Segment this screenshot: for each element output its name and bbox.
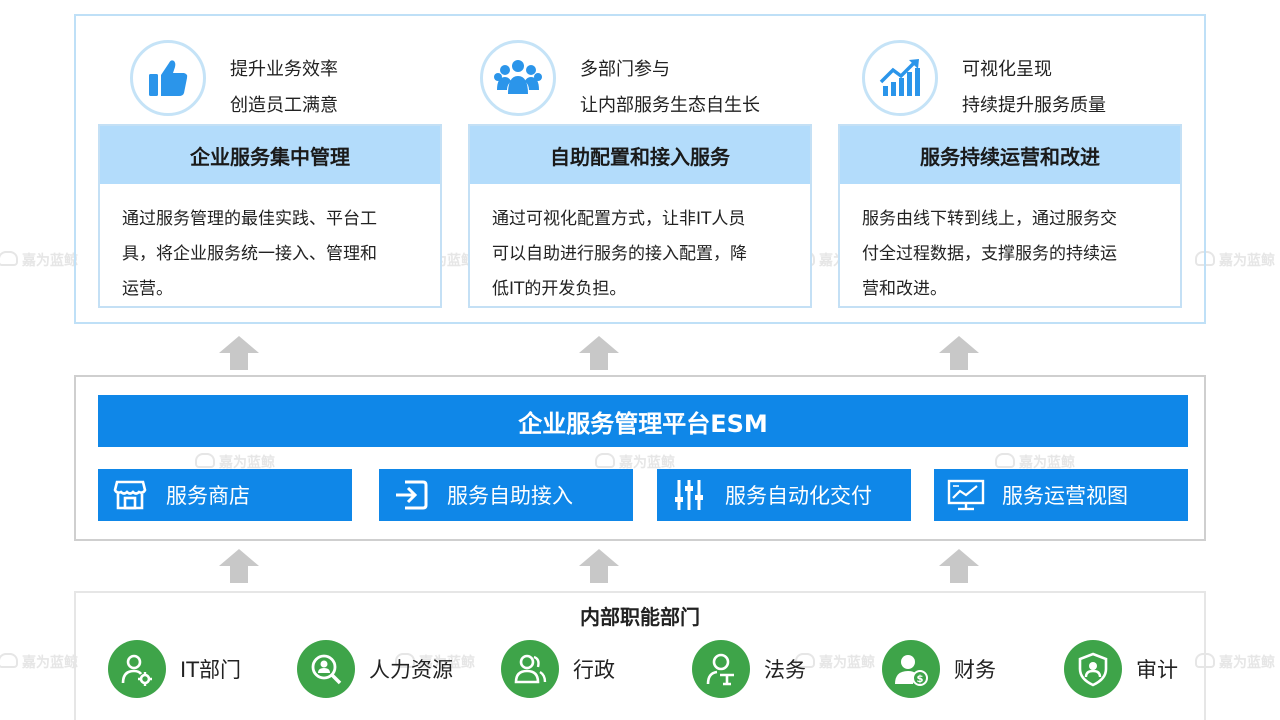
card-continuous-operation: 服务持续运营和改进 服务由线下转到线上，通过服务交 付全过程数据，支撑服务的持续… [838,124,1182,308]
card-centralized-management: 企业服务集中管理 通过服务管理的最佳实践、平台工 具，将企业服务统一接入、管理和… [98,124,442,308]
watermark: 嘉为蓝鲸 [0,250,78,270]
goal-line: 提升业务效率 [230,59,338,80]
watermark: 嘉为蓝鲸 [1195,652,1275,672]
departments-title: 内部职能部门 [580,605,700,629]
up-arrow-icon [939,336,979,370]
module-label: 服务自助接入 [447,484,573,508]
up-arrow-icon [939,549,979,583]
dept-label: IT部门 [180,658,242,682]
people-group-icon [494,60,542,94]
goal-icon-circle [130,40,206,116]
dept-label: 审计 [1136,658,1178,682]
goal-icon-circle [862,40,938,116]
growth-chart-icon [879,59,920,96]
platform-section: 企业服务管理平台ESM 服务商店 服务自助接入 [74,375,1206,541]
platform-title: 企业服务管理平台ESM [98,395,1188,447]
legal-person-icon [706,653,734,686]
goal-visualization: 可视化呈现 持续提升服务质量 [862,30,1202,120]
card-line: 低IT的开发负担。 [492,279,627,299]
goal-line: 持续提升服务质量 [962,95,1106,116]
dept-label: 财务 [954,658,996,682]
card-line: 营和改进。 [862,279,947,299]
svg-text:$: $ [917,674,924,685]
dept-label: 行政 [573,658,615,682]
departments-section: 内部职能部门 IT部门 人力资源 [74,591,1206,720]
card-description: 通过可视化配置方式，让非IT人员 可以自助进行服务的接入配置，降 低IT的开发负… [470,184,810,307]
store-icon [113,480,147,510]
goals-section: 提升业务效率 创造员工满意 多部门参与 让内部服务生态自生长 [74,14,1206,324]
card-description: 通过服务管理的最佳实践、平台工 具，将企业服务统一接入、管理和 运营。 [100,184,440,307]
goal-line: 让内部服务生态自生长 [580,95,760,116]
dept-it: IT部门 [108,639,241,699]
dept-admin: 行政 [501,639,615,699]
sliders-icon [675,480,703,510]
watermark: 嘉为蓝鲸 [0,652,78,672]
goal-collaboration: 多部门参与 让内部服务生态自生长 [480,30,820,120]
card-description: 服务由线下转到线上，通过服务交 付全过程数据，支撑服务的持续运 营和改进。 [840,184,1180,307]
goal-icon-circle [480,40,556,116]
login-icon [396,480,428,510]
dept-label: 法务 [764,658,806,682]
hr-search-icon [311,654,342,685]
card-line: 具，将企业服务统一接入、管理和 [122,244,377,264]
finance-person-icon: $ [895,655,928,686]
goal-line: 创造员工满意 [230,95,338,116]
monitor-chart-icon [947,479,985,511]
admin-people-icon [514,654,547,684]
module-service-store: 服务商店 [98,469,352,521]
card-title: 自助配置和接入服务 [470,126,810,184]
audit-shield-icon [1078,652,1108,687]
goal-efficiency: 提升业务效率 创造员工满意 [130,30,470,120]
up-arrow-icon [219,549,259,583]
goal-line: 可视化呈现 [962,59,1052,80]
watermark: 嘉为蓝鲸 [1195,250,1275,270]
dept-label: 人力资源 [369,658,453,682]
card-self-service-config: 自助配置和接入服务 通过可视化配置方式，让非IT人员 可以自助进行服务的接入配置… [468,124,812,308]
it-person-gear-icon [121,654,152,686]
module-label: 服务商店 [166,484,250,508]
up-arrow-icon [579,336,619,370]
card-title: 企业服务集中管理 [100,126,440,184]
dept-finance: $ 财务 [882,639,996,699]
card-line: 运营。 [122,279,173,299]
module-auto-delivery: 服务自动化交付 [657,469,911,521]
thumbs-up-icon [149,60,188,96]
module-self-access: 服务自助接入 [379,469,633,521]
card-line: 服务由线下转到线上，通过服务交 [862,209,1117,229]
module-label: 服务自动化交付 [725,484,872,508]
card-line: 可以自助进行服务的接入配置，降 [492,244,747,264]
card-line: 付全过程数据，支撑服务的持续运 [862,244,1117,264]
up-arrow-icon [579,549,619,583]
card-line: 通过可视化配置方式，让非IT人员 [492,209,746,229]
dept-hr: 人力资源 [297,639,453,699]
goal-line: 多部门参与 [580,59,670,80]
module-operation-view: 服务运营视图 [934,469,1188,521]
module-label: 服务运营视图 [1002,484,1128,508]
dept-audit: 审计 [1064,639,1178,699]
card-title: 服务持续运营和改进 [840,126,1180,184]
card-line: 通过服务管理的最佳实践、平台工 [122,209,377,229]
dept-legal: 法务 [692,639,806,699]
up-arrow-icon [219,336,259,370]
